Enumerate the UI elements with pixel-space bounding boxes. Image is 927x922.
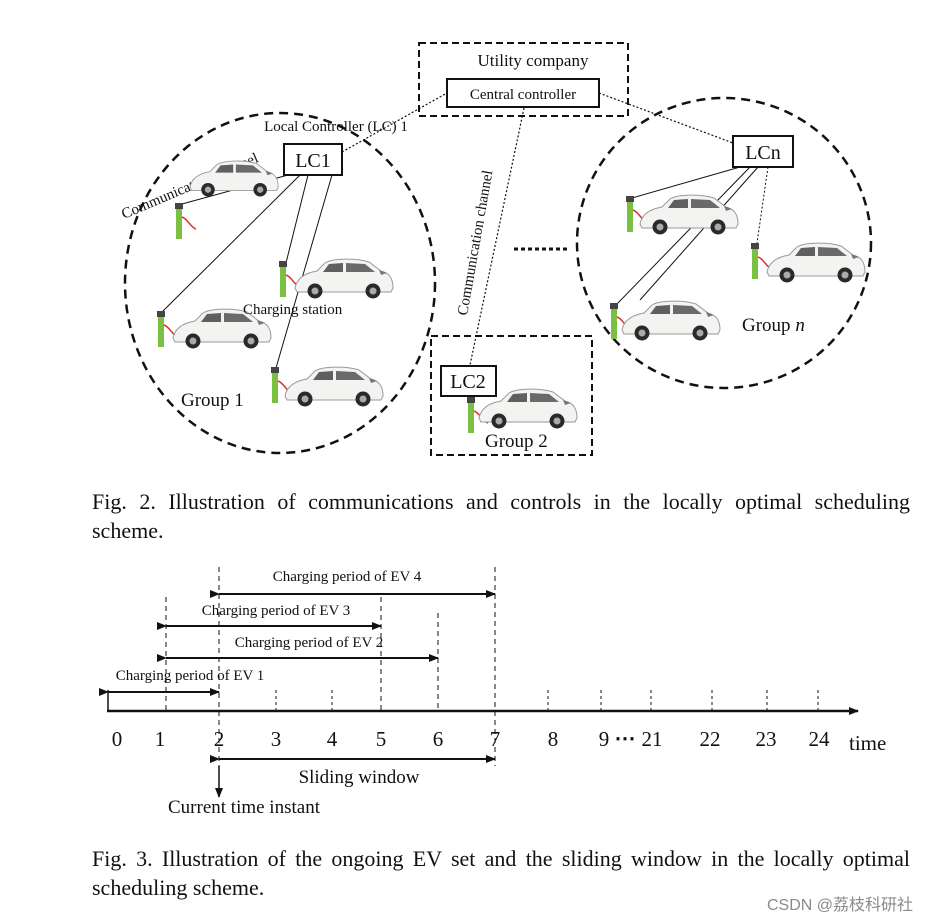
link-lc1-ev-c: [285, 174, 309, 264]
central-controller-label: Central controller: [470, 87, 576, 103]
link-lc1-central: [341, 92, 448, 153]
watermark-text: CSDN @荔枝科研社: [766, 897, 913, 914]
ev-car-icon: [189, 160, 279, 197]
minor-ticks: [275, 690, 819, 711]
tick-label: 5: [376, 727, 387, 751]
current-time-label: Current time instant: [168, 797, 321, 818]
tick-label: 9: [599, 727, 610, 751]
utility-company-box: [418, 42, 629, 117]
link-lcn-ev-b: [616, 166, 751, 305]
link-lcn-ev-d: [756, 166, 769, 244]
tick-ellipsis: ⋯: [615, 726, 636, 750]
lc1-label: LC1: [295, 150, 331, 172]
lcn-box: [732, 135, 794, 168]
lc1-box: [283, 143, 343, 176]
group-n-label: Group n: [742, 315, 805, 336]
lc1-caption: Local Controller (LC) 1: [264, 119, 408, 135]
link-central-lcn: [598, 92, 734, 144]
ev-car-icon: [294, 258, 394, 299]
charging-station-label: Charging station: [243, 302, 343, 318]
ev3-period-label: Charging period of EV 3: [202, 603, 351, 619]
charger-icon: [174, 202, 197, 240]
link-lcn-ev-a: [631, 166, 741, 199]
group-2-boundary: [430, 335, 593, 456]
figure-2-diagram: Utility company Central controller Local…: [119, 42, 873, 456]
tick-label: 22: [700, 727, 721, 751]
figure-3-diagram: Charging period of EV 4 Charging period …: [99, 567, 886, 818]
tick-label: 7: [490, 727, 501, 751]
tick-label: 8: [548, 727, 559, 751]
axis-label-time: time: [849, 731, 886, 755]
lc2-label: LC2: [450, 371, 486, 393]
tick-label: 23: [756, 727, 777, 751]
group-1-label: Group 1: [181, 390, 244, 411]
figure-3-caption: Fig. 3. Illustration of the ongoing EV s…: [92, 846, 910, 900]
ev-car-icon: [639, 194, 739, 235]
ev4-period-label: Charging period of EV 4: [273, 569, 422, 585]
lcn-label: LCn: [745, 142, 781, 164]
group-n-prefix: Group: [742, 315, 795, 336]
comm-channel-mid-label: Communication channel: [455, 169, 496, 317]
link-lc1-ev-b: [161, 174, 301, 313]
group-n-italic: n: [795, 315, 805, 336]
link-lcn-ev-c: [639, 166, 759, 301]
figure-2-caption: Fig. 2. Illustration of communications a…: [92, 489, 910, 543]
tick-label: 21: [642, 727, 663, 751]
tick-label: 6: [433, 727, 444, 751]
tick-label: 1: [155, 727, 166, 751]
group-n-boundary: [575, 96, 873, 390]
ev-car-icon: [284, 366, 384, 407]
link-lc1-ev-d: [275, 174, 333, 369]
ev-car-icon: [621, 300, 721, 341]
sliding-window-label: Sliding window: [299, 767, 420, 788]
ev2-period-label: Charging period of EV 2: [235, 635, 384, 651]
ev-car-icon: [766, 242, 866, 283]
group-2-label: Group 2: [485, 431, 548, 452]
tick-label: 3: [271, 727, 282, 751]
lc2-box: [440, 365, 497, 397]
tick-label: 0: [112, 727, 123, 751]
tick-label: 2: [214, 727, 225, 751]
group-1-boundary: [123, 111, 437, 455]
utility-company-label: Utility company: [478, 51, 589, 70]
tick-label: 4: [327, 727, 338, 751]
tick-label: 24: [809, 727, 831, 751]
ev1-period-label: Charging period of EV 1: [116, 668, 265, 684]
